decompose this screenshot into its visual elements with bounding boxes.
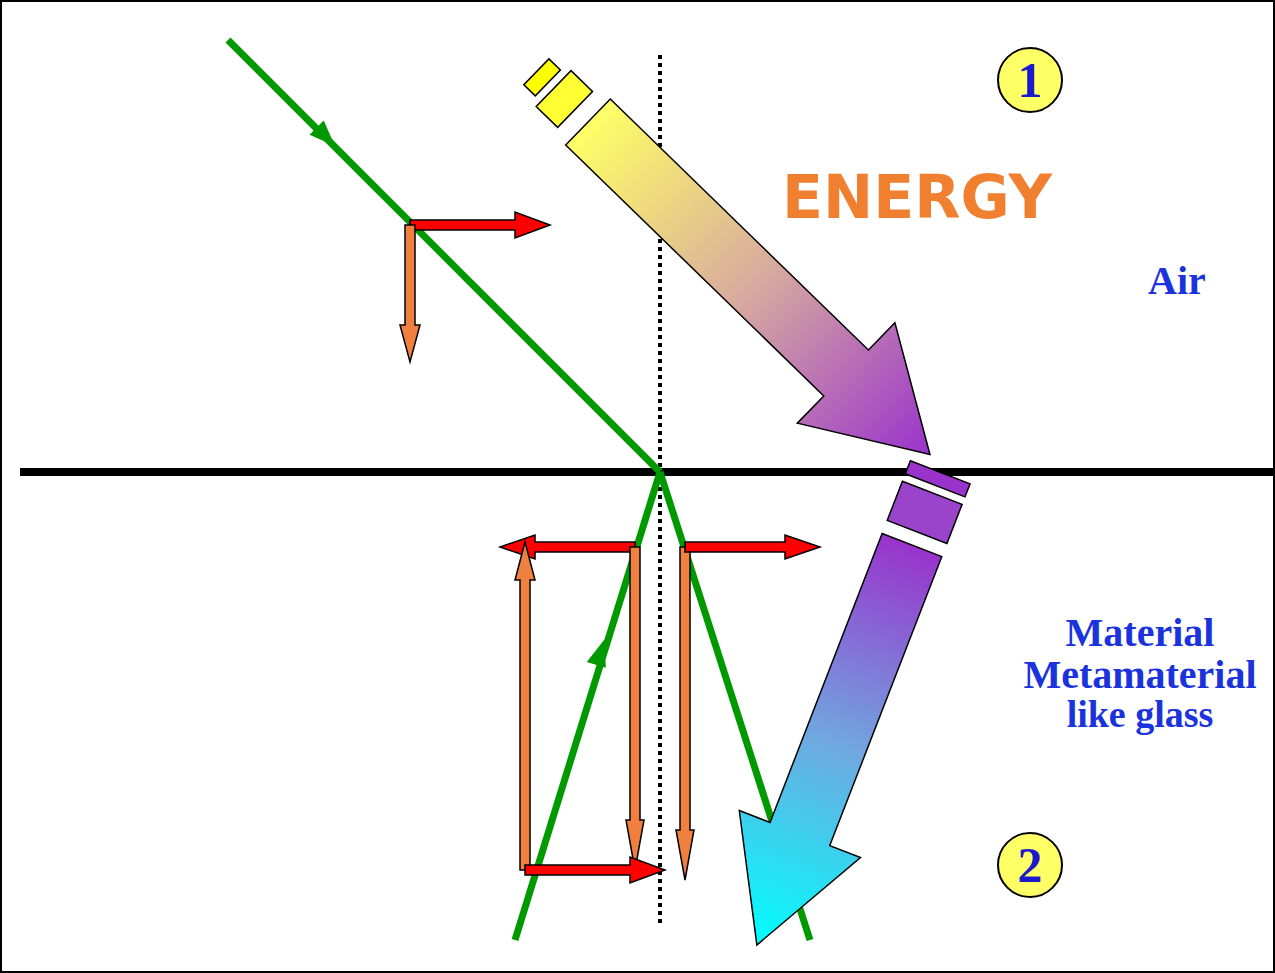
energy-arrow [488,22,979,505]
medium-label: Metamaterial [1023,651,1256,698]
medium-label: like glass [1067,692,1214,736]
callout-circle: 1 [997,47,1063,113]
medium-label: Air [1148,257,1206,304]
callout-number: 1 [1018,55,1043,105]
callout-number: 2 [1018,840,1043,890]
energy-label: ENERGY [782,162,1052,232]
energy-arrow [696,449,1001,969]
ray-arrowhead [587,637,614,668]
field-vectors [400,212,820,883]
interface-line [20,468,1275,476]
light-rays [228,40,810,940]
callout-circle: 2 [997,832,1063,898]
medium-label: Material [1066,609,1215,656]
ray-arrowhead [310,121,343,154]
